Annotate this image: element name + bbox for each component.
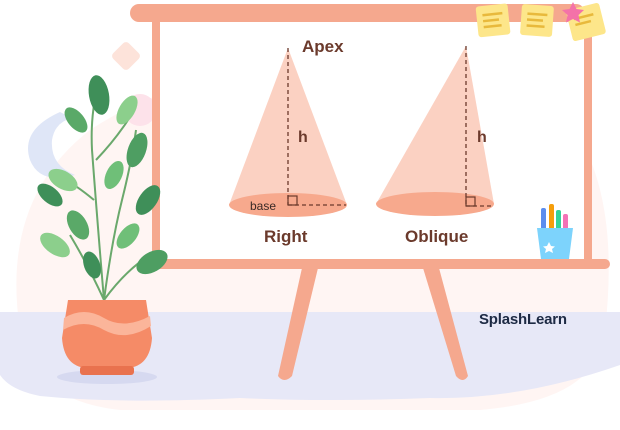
plant-leaves [37,75,168,279]
right-cone-label: Right [264,227,308,246]
board-right-post [584,16,592,266]
oblique-cone-base [376,192,494,216]
base-label: base [250,199,277,213]
sticky-note-icon-2 [520,4,554,37]
decor-diamond [112,42,140,70]
easel-leg-left [278,268,318,380]
pencil-cup-icon [537,204,573,259]
board-left-post [152,16,160,266]
right-cone-height-label: h [298,129,308,146]
pot [62,300,152,368]
right-cone [229,48,347,217]
right-angle-marker [287,195,298,206]
splashlearn-logo: SplashLearn [479,311,567,328]
apex-label: Apex [302,37,344,56]
plant-icon [37,75,168,384]
board-surface [160,22,584,262]
board-top-bar [130,4,585,22]
decor-arc-blue [28,112,75,178]
pot-base [80,366,134,375]
easel-leg-right [423,268,468,380]
board-bottom-shelf [152,259,610,269]
sticky-note-icon [475,3,511,38]
oblique-right-angle-marker [465,196,476,207]
star-icon [562,2,584,23]
oblique-cone-body [376,46,494,204]
oblique-cone [376,46,494,216]
pot-wave [63,312,151,336]
oblique-cone-label: Oblique [405,227,469,246]
oblique-cone-height-label: h [477,129,487,146]
